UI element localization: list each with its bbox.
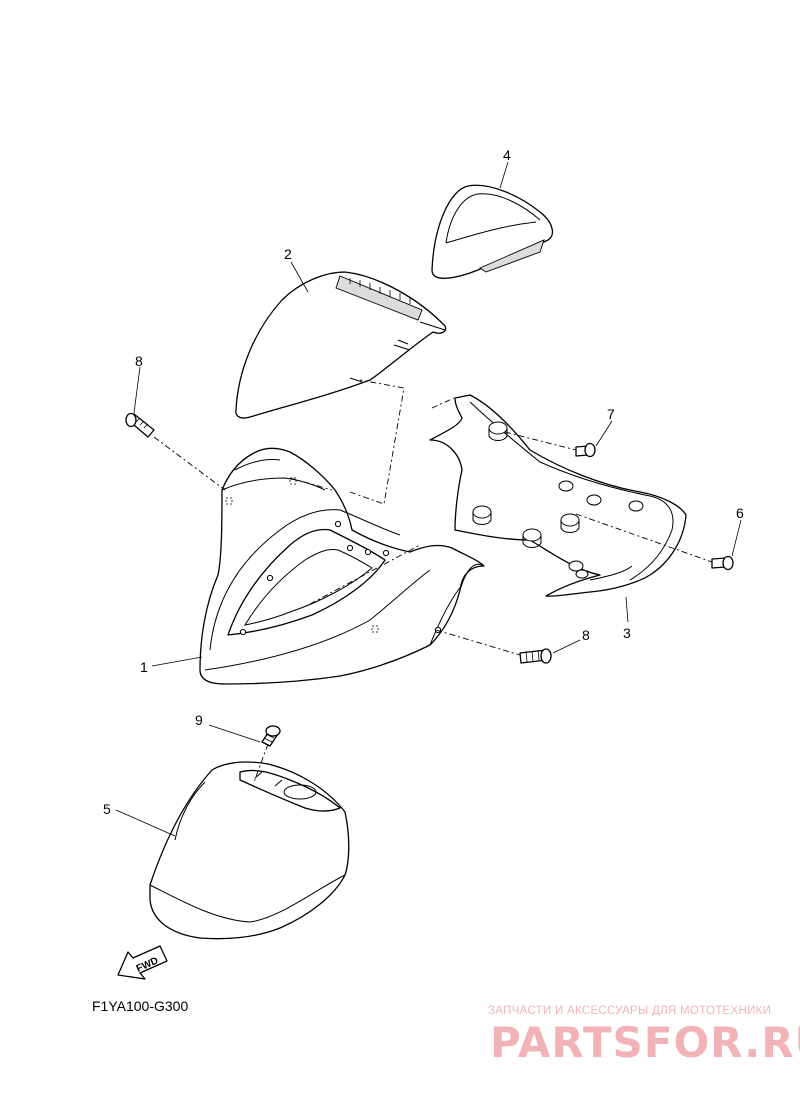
part-7-screw: [575, 442, 596, 458]
assembly-lines: [153, 379, 713, 783]
part-8-screw-upper: [125, 412, 155, 438]
callout-4: 4: [503, 147, 511, 163]
callout-9: 9: [195, 712, 203, 728]
part-4-top-cover: [431, 184, 554, 279]
diagram-code: F1YA100-G300: [92, 998, 189, 1014]
fwd-arrow-icon: FWD: [117, 945, 168, 980]
part-6-screw: [711, 555, 734, 571]
callout-1: 1: [140, 659, 148, 675]
part-2-upper-cover: [235, 271, 447, 419]
callout-7: 7: [607, 406, 615, 422]
part-5-front-fender: [149, 761, 350, 940]
watermark-tagline: ЗАПЧАСТИ И АКСЕССУАРЫ ДЛЯ МОТОТЕХНИКИ: [488, 1005, 772, 1017]
watermark-logo: PARTSFOR.RU: [490, 1018, 800, 1067]
callout-3: 3: [623, 625, 631, 641]
callout-labels: 4 2 8 7 6 1 3 8 9 5: [103, 147, 744, 817]
callout-8-upper: 8: [135, 353, 143, 369]
leader-lines: [115, 161, 742, 837]
part-1-front-cover: [199, 447, 485, 685]
callout-6: 6: [736, 505, 744, 521]
part-3-inner-panel: [429, 394, 687, 597]
callout-8-lower: 8: [582, 627, 590, 643]
part-9-bolt: [261, 725, 281, 747]
part-8-screw-lower: [519, 648, 552, 664]
callout-2: 2: [284, 246, 292, 262]
callout-5: 5: [103, 801, 111, 817]
